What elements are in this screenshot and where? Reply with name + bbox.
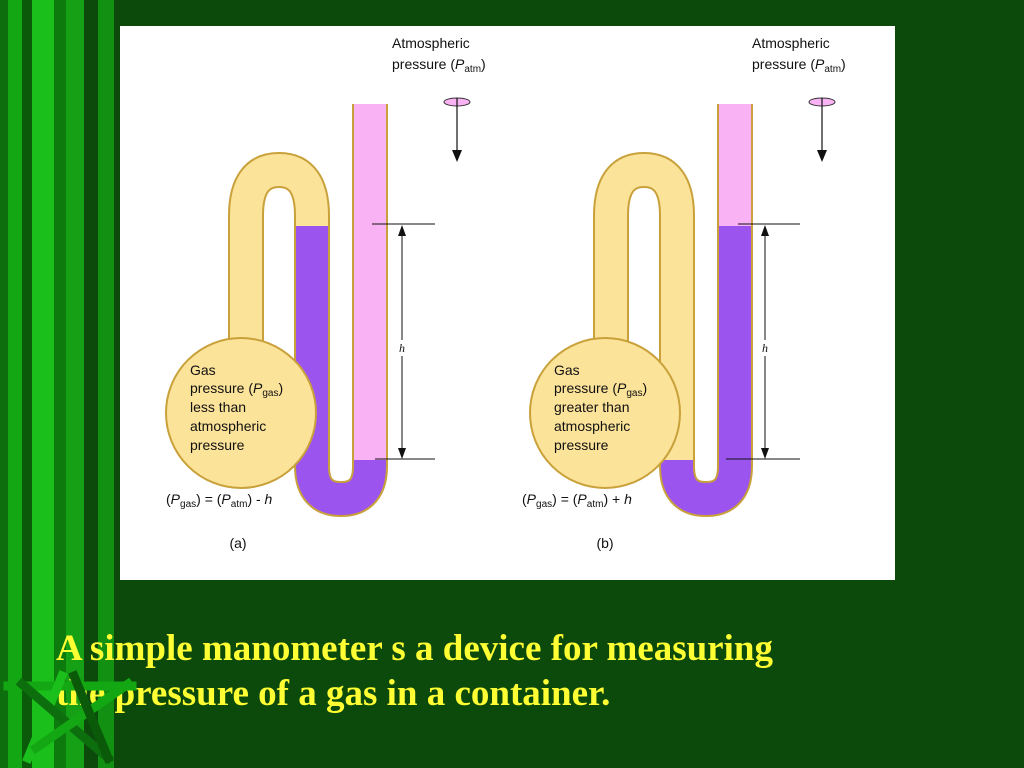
atm-label-b-line2: pressure (Patm) — [752, 56, 846, 75]
gas-label-b-line2: pressure (Pgas) — [554, 380, 647, 399]
caption-line-2: the pressure of a gas in a container. — [56, 673, 611, 714]
caption-line-1: A simple manometer s a device for measur… — [56, 628, 773, 669]
gas-label-a-line4: atmospheric — [190, 418, 266, 434]
gas-label-a-line1: Gas — [190, 362, 216, 378]
height-label-a: h — [399, 341, 405, 355]
star-logo-icon — [3, 670, 137, 765]
atm-label-a-line2: pressure (Patm) — [392, 56, 486, 75]
gas-label-a-line5: pressure — [190, 437, 245, 453]
left-decorative-stripes — [0, 0, 130, 768]
height-label-b: h — [762, 341, 768, 355]
atm-label-a-line1: Atmospheric — [392, 35, 470, 51]
manometer-b: h Atmospheric pressure (Patm) Gas pressu… — [522, 35, 846, 551]
manometer-figure: h Atmospheric pressure (Patm) Gas pressu… — [120, 26, 895, 580]
equation-a: (Pgas) = (Patm) - h — [166, 491, 273, 510]
gas-label-b-line5: pressure — [554, 437, 609, 453]
gas-label-b-line3: greater than — [554, 399, 630, 415]
gas-label-b-line1: Gas — [554, 362, 580, 378]
panel-label-b: (b) — [596, 535, 613, 551]
gas-label-b-line4: atmospheric — [554, 418, 630, 434]
gas-label-a-line2: pressure (Pgas) — [190, 380, 283, 399]
panel-label-a: (a) — [229, 535, 246, 551]
atm-label-b-line1: Atmospheric — [752, 35, 830, 51]
slide-caption: A simple manometer s a device for measur… — [56, 626, 996, 716]
gas-label-a-line3: less than — [190, 399, 246, 415]
gas-bulb-b — [529, 337, 681, 489]
equation-b: (Pgas) = (Patm) + h — [522, 491, 632, 510]
gas-bulb-a — [165, 337, 317, 489]
manometer-a: h Atmospheric pressure (Patm) Gas pressu… — [165, 35, 486, 551]
